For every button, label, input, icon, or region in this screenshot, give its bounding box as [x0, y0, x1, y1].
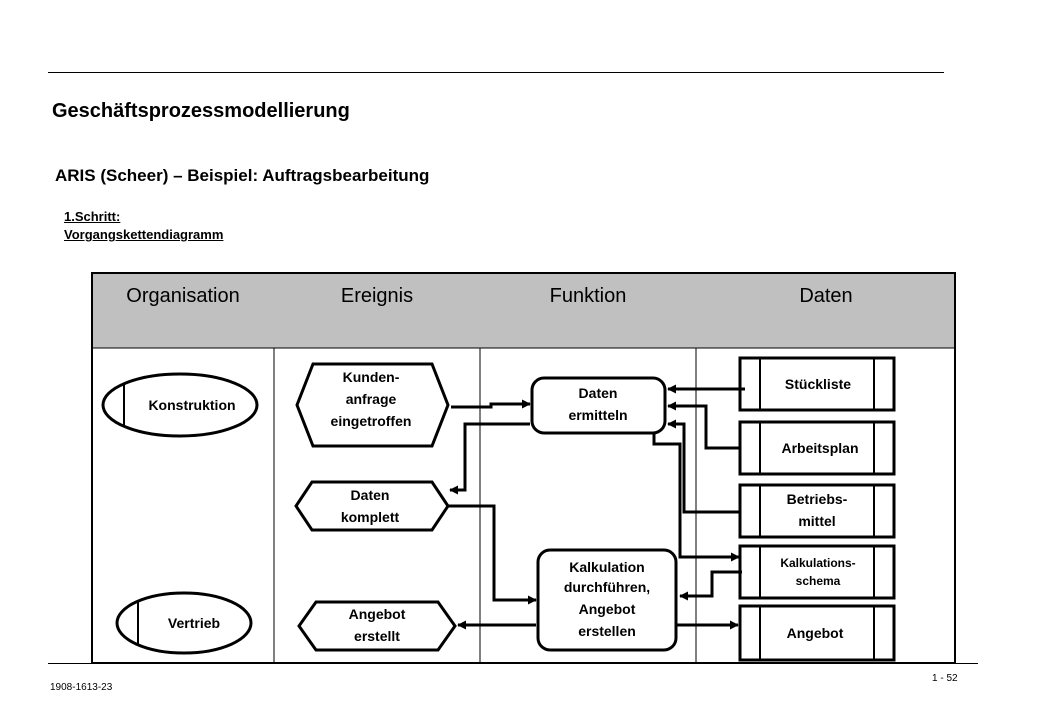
- event-daten-komplett-line-2: komplett: [341, 509, 400, 525]
- data-object-stueckliste: Stückliste: [738, 356, 896, 412]
- org-unit-vertrieb: Vertrieb: [115, 591, 253, 655]
- data-object-betriebsmittel-line-2: mittel: [798, 513, 835, 529]
- function-daten-ermitteln: Daten ermitteln: [530, 376, 667, 435]
- function-kalkulation: Kalkulation durchführen, Angebot erstell…: [536, 548, 678, 652]
- org-unit-vertrieb-label: Vertrieb: [168, 615, 220, 631]
- data-object-arbeitsplan: Arbeitsplan: [738, 420, 896, 476]
- step-line-1: 1.Schritt:: [64, 209, 121, 224]
- data-object-betriebsmittel-line-1: Betriebs-: [787, 491, 848, 507]
- connector-arbeitsplan-to-ermitteln: [667, 401, 741, 450]
- org-unit-konstruktion-label: Konstruktion: [148, 397, 235, 413]
- function-kalkulation-line-2: durchführen,: [564, 579, 650, 595]
- connector-kalkulationsschema-to-kalkulation: [679, 570, 742, 601]
- connector-ermitteln-to-kalkulationsschema: [652, 433, 740, 562]
- footer-document-id: 1908-1613-23: [50, 682, 113, 693]
- connector-betriebsmittel-to-ermitteln: [667, 419, 741, 514]
- event-kundenanfrage-line-2: anfrage: [346, 391, 397, 407]
- event-kundenanfrage-line-3: eingetroffen: [331, 413, 412, 429]
- connector-anfrage-to-ermitteln: [451, 399, 531, 409]
- connector-ermitteln-to-daten-komplett: [449, 422, 530, 495]
- function-kalkulation-line-4: erstellen: [578, 623, 636, 639]
- event-kundenanfrage-line-1: Kunden-: [343, 369, 400, 385]
- column-header-funktion: Funktion: [550, 285, 627, 307]
- data-object-betriebsmittel: Betriebs- mittel: [738, 483, 896, 539]
- event-daten-komplett-line-1: Daten: [351, 487, 390, 503]
- data-object-stueckliste-label: Stückliste: [785, 376, 851, 392]
- data-object-angebot: Angebot: [738, 604, 896, 662]
- column-header-daten: Daten: [799, 285, 852, 307]
- event-daten-komplett: Daten komplett: [294, 480, 450, 532]
- event-angebot-erstellt: Angebot erstellt: [297, 600, 457, 652]
- connector-komplett-to-kalkulation: [448, 504, 537, 605]
- org-unit-konstruktion: Konstruktion: [101, 372, 259, 438]
- footer-page-number: 1 - 52: [932, 673, 958, 684]
- event-angebot-erstellt-line-2: erstellt: [354, 628, 400, 644]
- event-kundenanfrage: Kunden- anfrage eingetroffen: [295, 362, 450, 448]
- data-object-arbeitsplan-label: Arbeitsplan: [781, 440, 858, 456]
- data-object-kalkulationsschema-line-2: schema: [796, 574, 841, 588]
- header-band: [92, 273, 955, 348]
- function-daten-ermitteln-line-2: ermitteln: [568, 407, 627, 423]
- column-header-ereignis: Ereignis: [341, 285, 413, 307]
- step-line-2: Vorgangskettendiagramm: [64, 227, 224, 242]
- data-object-kalkulationsschema: Kalkulations- schema: [738, 544, 896, 600]
- page-title: Geschäftsprozessmodellierung: [52, 100, 350, 122]
- function-kalkulation-line-1: Kalkulation: [569, 559, 644, 575]
- function-daten-ermitteln-line-1: Daten: [579, 385, 618, 401]
- column-header-organisation: Organisation: [126, 285, 239, 307]
- step-label: 1.Schritt: Vorgangskettendiagramm: [64, 208, 223, 244]
- data-object-angebot-label: Angebot: [787, 625, 844, 641]
- event-angebot-erstellt-line-1: Angebot: [349, 606, 406, 622]
- data-object-kalkulationsschema-line-1: Kalkulations-: [780, 556, 855, 570]
- page-subtitle: ARIS (Scheer) – Beispiel: Auftragsbearbe…: [55, 166, 430, 185]
- function-kalkulation-line-3: Angebot: [579, 601, 636, 617]
